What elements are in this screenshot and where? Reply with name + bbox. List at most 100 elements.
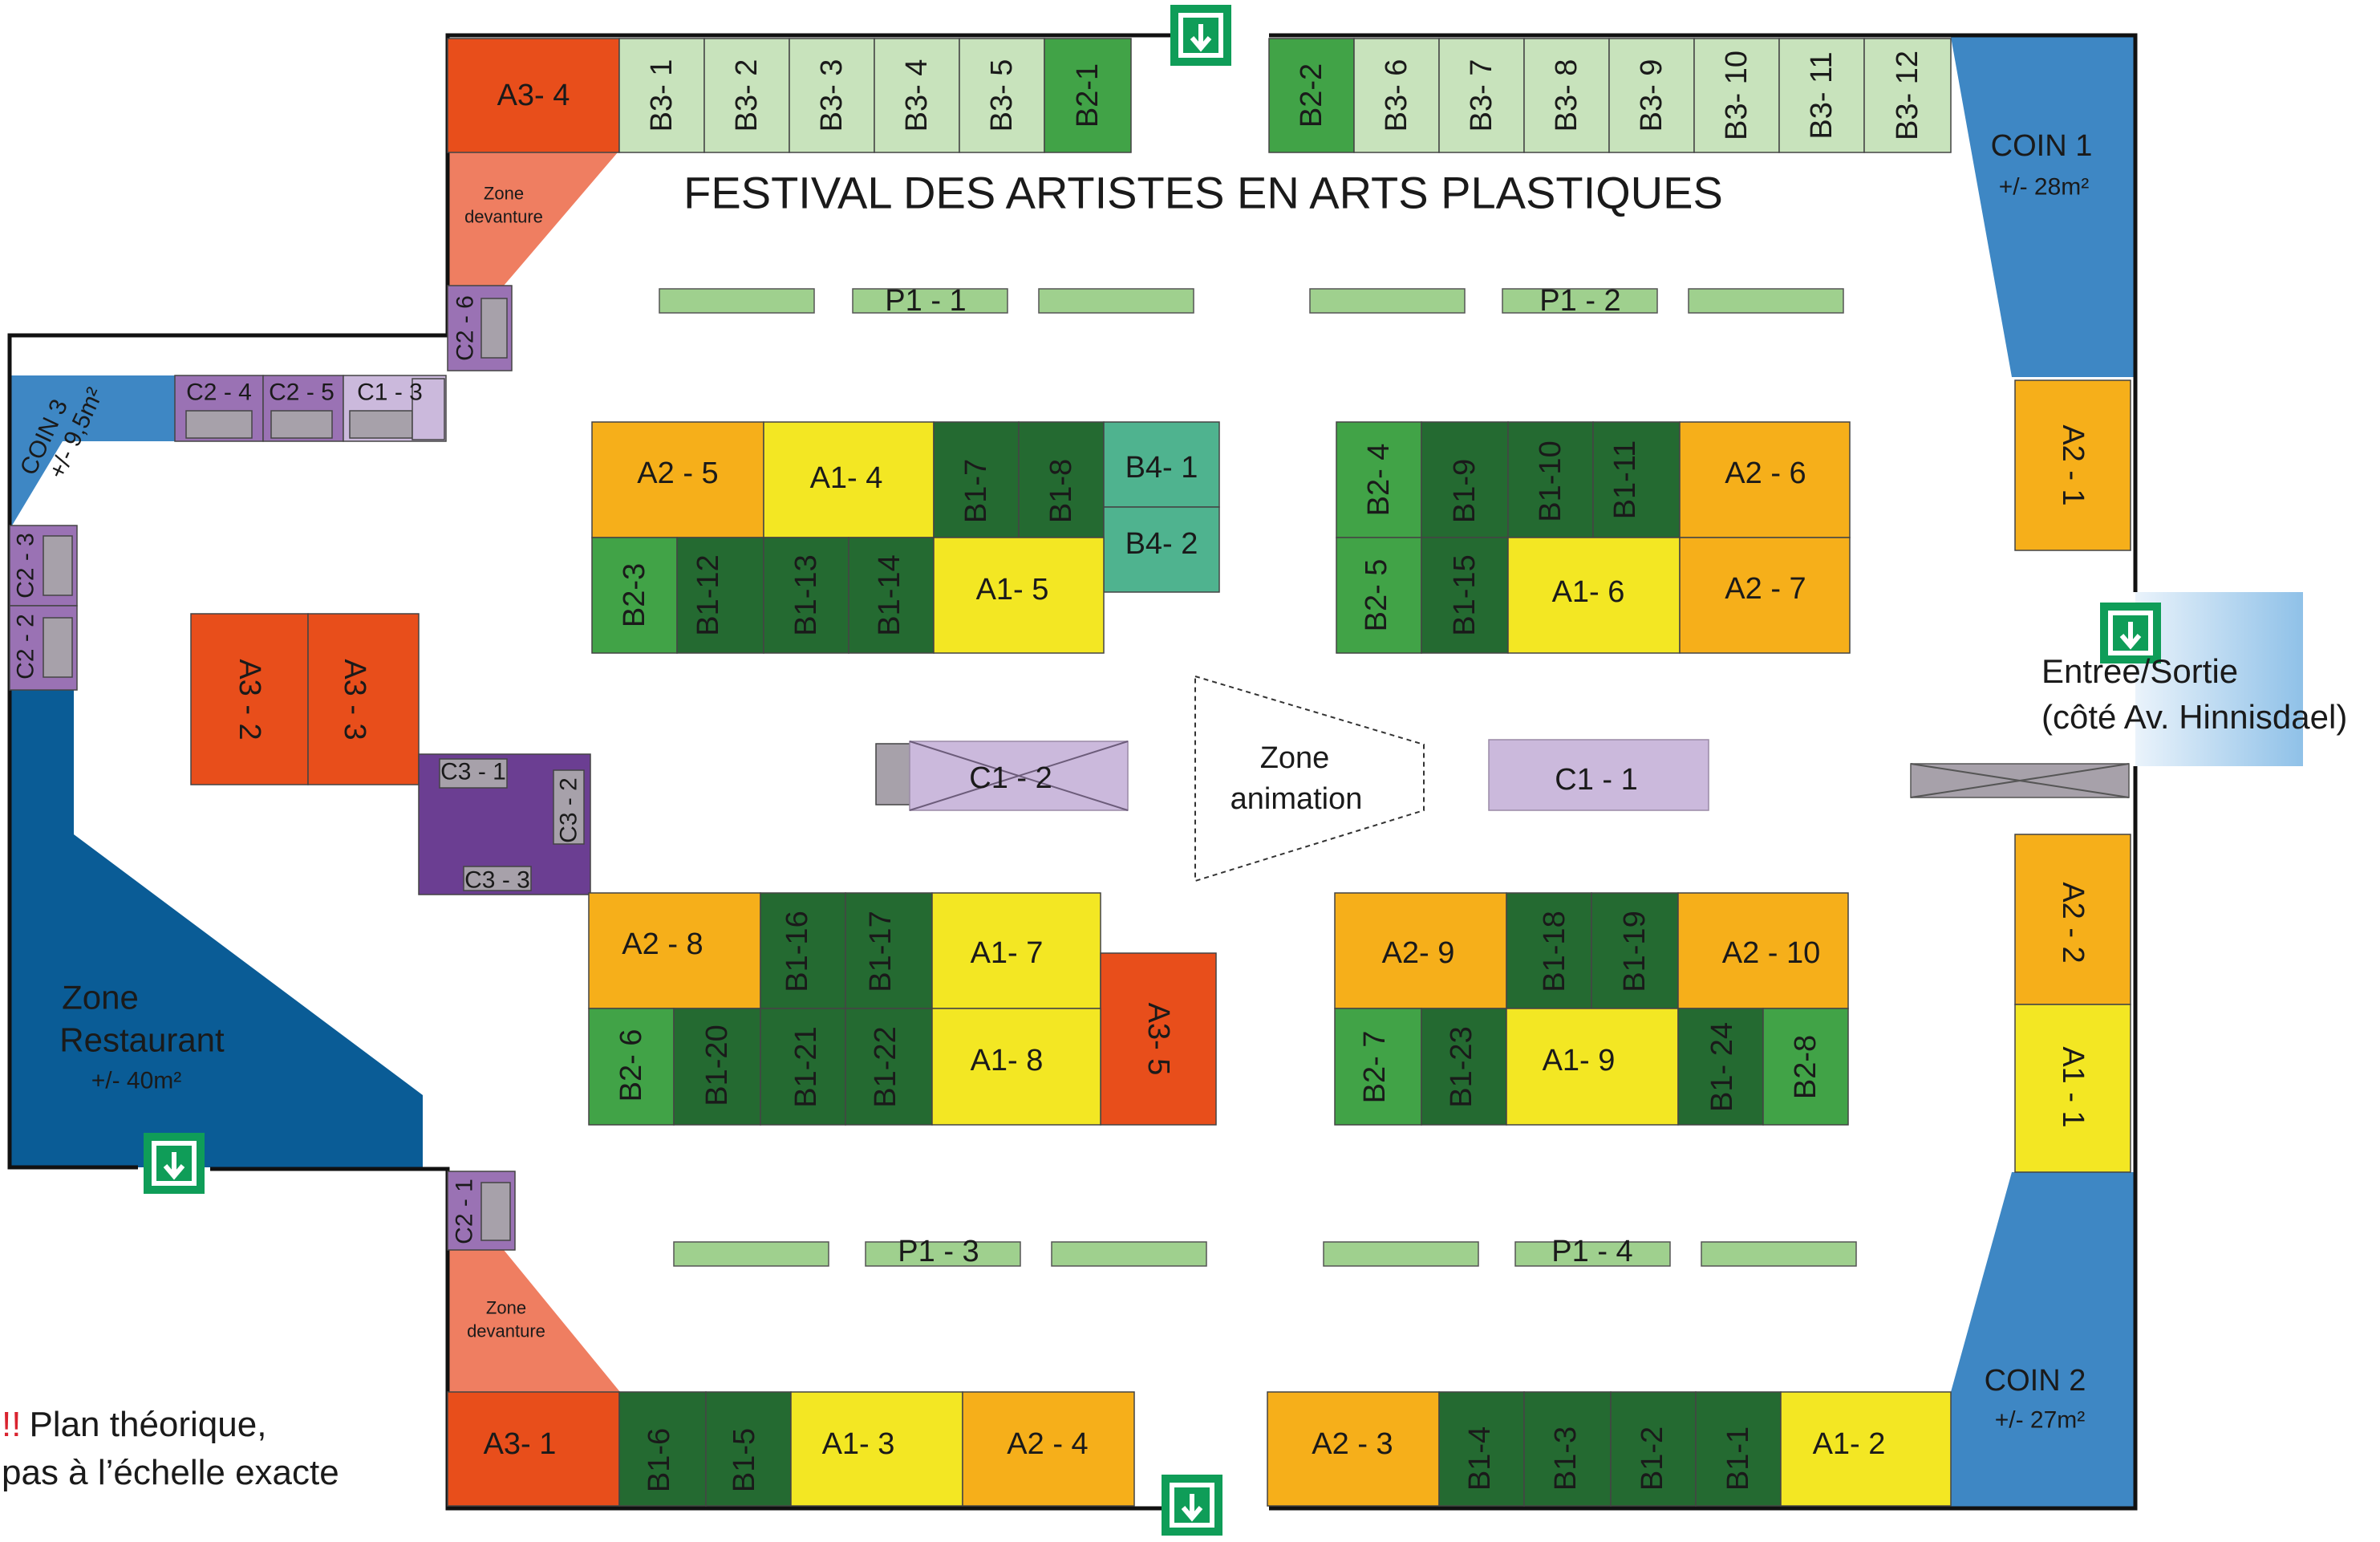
restaurant-label: Restaurant [59,1021,225,1059]
stand-B3-9[interactable]: B3- 9 [1608,38,1695,153]
stand-A3-4[interactable]: A3- 4 [447,38,620,153]
stand-B1-19[interactable]: B1-19 [1591,892,1679,1009]
stand-B2-3[interactable]: B2-3 [591,537,678,654]
stand-label: B1-12 [691,554,725,635]
stand-A2-1[interactable]: A2 - 1 [2014,379,2131,551]
stand-label: B3- 2 [730,59,764,132]
stand-B1-17[interactable]: B1-17 [845,892,933,1009]
stand-P1-4[interactable]: P1 - 4 [1514,1235,1671,1268]
stand-B1-16[interactable]: B1-16 [760,892,846,1009]
stand-B1-4[interactable]: B1-4 [1438,1391,1525,1507]
stand-A1-1[interactable]: A1 - 1 [2014,1004,2131,1173]
stand-B1-11[interactable]: B1-11 [1592,421,1681,538]
stand-label: B1-2 [1636,1426,1669,1491]
stand-A1-5[interactable]: A1- 5 [933,537,1105,654]
stand-B3-1[interactable]: B3- 1 [618,38,705,153]
stand-P1-2[interactable]: P1 - 2 [1502,284,1658,318]
stand-label: A3- 1 [484,1427,557,1461]
stand-A2-7[interactable]: A2 - 7 [1679,537,1851,654]
stand-B3-3[interactable]: B3- 3 [789,38,875,153]
stand-A1-6[interactable]: A1- 6 [1507,537,1681,654]
stand-C1-3[interactable]: C1 - 3 [343,375,447,442]
stand-B1-1[interactable]: B1-1 [1695,1391,1782,1507]
stand-A3-2[interactable]: A3 - 2 [190,613,309,785]
stand-A2-8[interactable]: A2 - 8 [588,892,761,1009]
stand-B1-10[interactable]: B1-10 [1507,421,1594,538]
stand-C2-2[interactable]: C2 - 2 [9,605,78,691]
stand-B2-7[interactable]: B2- 7 [1334,1008,1422,1126]
stand-B2-8[interactable]: B2-8 [1762,1008,1849,1126]
stand-B1-12[interactable]: B1-12 [676,537,764,654]
p1-table [1323,1241,1479,1267]
stand-A2-4[interactable]: A2 - 4 [962,1391,1135,1507]
stand-B2-5[interactable]: B2- 5 [1336,537,1422,654]
stand-B2-6[interactable]: B2- 6 [588,1008,675,1126]
stand-label: C3 - 2 [556,777,582,843]
stand-B1-13[interactable]: B1-13 [763,537,849,654]
stand-P1-1[interactable]: P1 - 1 [852,284,1008,318]
p1-table [673,1241,829,1267]
stand-A2-2[interactable]: A2 - 2 [2014,834,2131,1005]
stand-C1-2[interactable]: C1 - 2 [875,741,1129,811]
stand-C2-6[interactable]: C2 - 6 [447,285,513,371]
stand-A1-2[interactable]: A1- 2 [1780,1391,1952,1507]
stand-B3-2[interactable]: B3- 2 [703,38,790,153]
stand-B1-7[interactable]: B1-7 [933,421,1020,538]
stand-C2-3[interactable]: C2 - 3 [9,525,78,607]
stand-A3-5[interactable]: A3- 5 [1100,952,1217,1126]
stand-A1-3[interactable]: A1- 3 [790,1391,963,1507]
stand-A2-5[interactable]: A2 - 5 [591,421,764,538]
devanture-zone-bottom [448,1250,620,1392]
stand-C3[interactable]: C3 - 1 C3 - 2 C3 - 3 [418,753,591,895]
stand-B1-14[interactable]: B1-14 [848,537,935,654]
stand-B3-11[interactable]: B3- 11 [1778,38,1865,153]
stand-B1-6[interactable]: B1-6 [618,1391,707,1507]
stand-C2-5[interactable]: C2 - 5 [262,375,344,442]
stand-B1-5[interactable]: B1-5 [705,1391,792,1507]
stand-C1-1[interactable]: C1 - 1 [1488,739,1709,811]
stand-C2-1[interactable]: C2 - 1 [447,1171,516,1251]
stand-B1-15[interactable]: B1-15 [1421,537,1509,654]
stand-A2-10[interactable]: A2 - 10 [1677,892,1849,1009]
stand-B3-6[interactable]: B3- 6 [1353,38,1440,153]
stand-label: B2-8 [1789,1035,1823,1099]
blocked-passage [1910,763,2130,798]
p1-table [1309,288,1466,314]
stand-A1-8[interactable]: A1- 8 [931,1008,1101,1126]
stand-B4-2[interactable]: B4- 2 [1103,506,1220,593]
stand-P1-3[interactable]: P1 - 3 [865,1235,1021,1268]
stand-B1-8[interactable]: B1-8 [1018,421,1105,538]
stand-label: C1 - 1 [1555,763,1637,797]
stand-B3-4[interactable]: B3- 4 [874,38,960,153]
stand-label: A2 - 1 [2056,424,2090,505]
stand-A1-9[interactable]: A1- 9 [1506,1008,1679,1126]
coin-1-zone [1951,37,2135,377]
stand-B1-18[interactable]: B1-18 [1506,892,1592,1009]
stand-B1-22[interactable]: B1-22 [845,1008,933,1126]
stand-B1-2[interactable]: B1-2 [1610,1391,1697,1507]
stand-C2-4[interactable]: C2 - 4 [174,375,264,442]
stand-A2-6[interactable]: A2 - 6 [1679,421,1851,538]
stand-A3-1[interactable]: A3- 1 [447,1391,620,1507]
stand-A2-3[interactable]: A2 - 3 [1267,1391,1440,1507]
stand-B1-21[interactable]: B1-21 [760,1008,846,1126]
coin-1-area: +/- 28m² [1999,174,2090,201]
stand-B3-7[interactable]: B3- 7 [1438,38,1525,153]
stand-A3-3[interactable]: A3 - 3 [307,613,420,785]
stand-B2-4[interactable]: B2- 4 [1336,421,1422,538]
stand-B4-1[interactable]: B4- 1 [1103,421,1220,508]
stand-A1-7[interactable]: A1- 7 [931,892,1101,1009]
stand-B3-8[interactable]: B3- 8 [1523,38,1610,153]
stand-B3-10[interactable]: B3- 10 [1693,38,1780,153]
stand-A1-4[interactable]: A1- 4 [763,421,935,538]
stand-B1-3[interactable]: B1-3 [1523,1391,1612,1507]
stand-B1-23[interactable]: B1-23 [1421,1008,1507,1126]
stand-B1-24[interactable]: B1- 24 [1677,1008,1764,1126]
stand-B3-5[interactable]: B3- 5 [959,38,1045,153]
stand-B2-2[interactable]: B2-2 [1268,38,1355,153]
stand-B3-12[interactable]: B3- 12 [1863,38,1952,153]
stand-A2-9[interactable]: A2- 9 [1334,892,1507,1009]
stand-B2-1[interactable]: B2-1 [1044,38,1132,153]
stand-B1-9[interactable]: B1-9 [1421,421,1509,538]
stand-B1-20[interactable]: B1-20 [673,1008,761,1126]
